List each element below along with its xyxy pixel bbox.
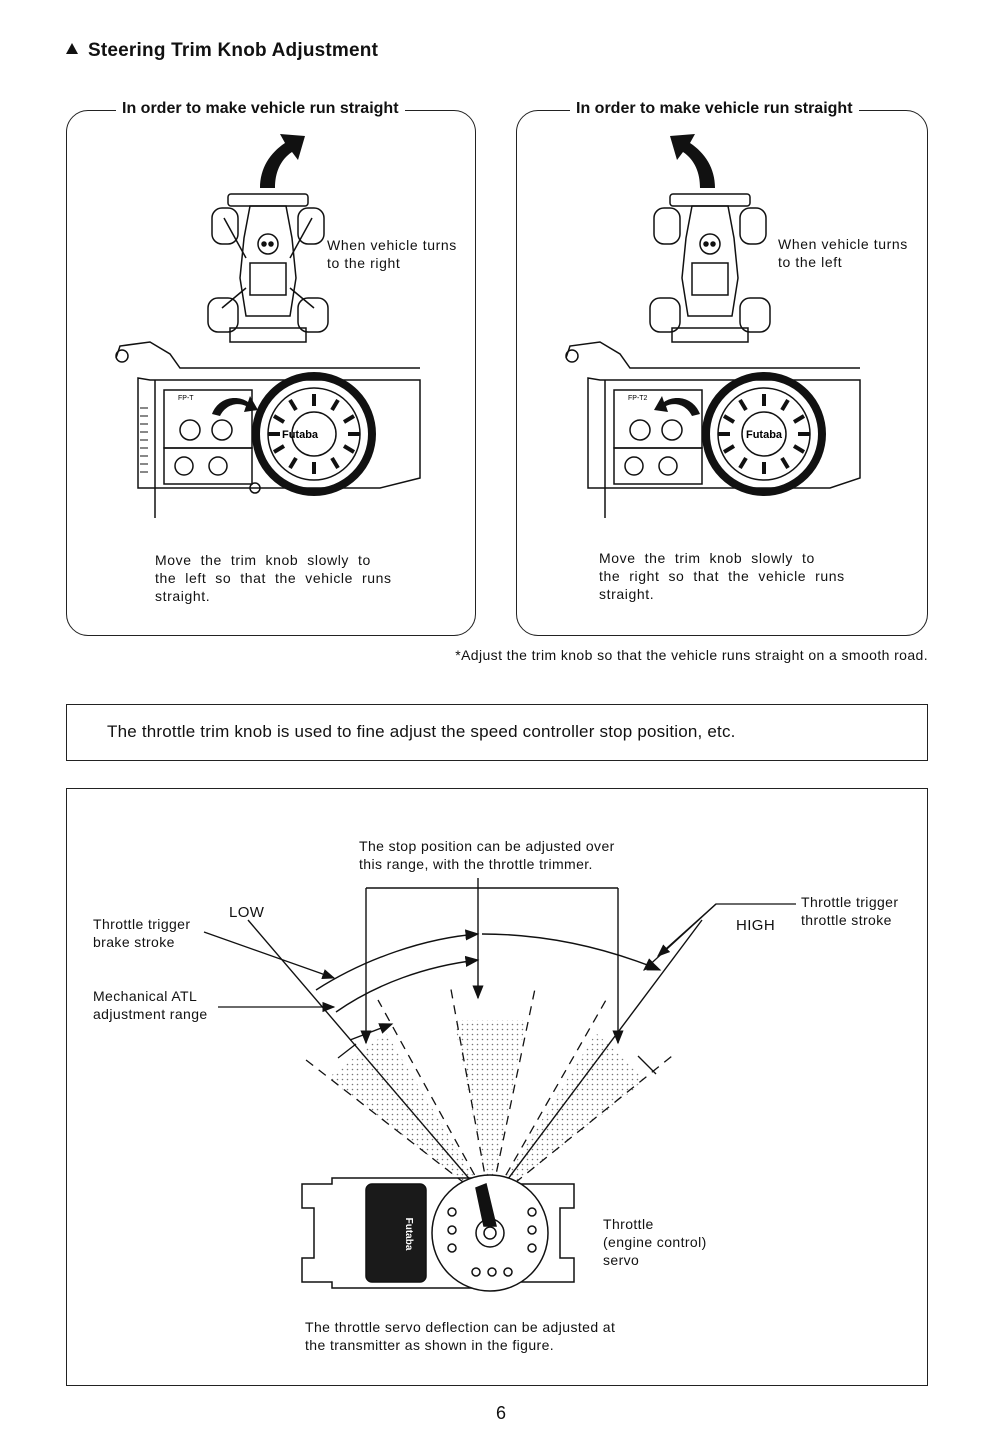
high-label: HIGH xyxy=(736,917,776,934)
right-instruction-line3: straight. xyxy=(599,586,655,602)
top-caption: The stop position can be adjusted over t… xyxy=(359,837,615,873)
bottom-caption-line2: the transmitter as shown in the figure. xyxy=(305,1337,555,1353)
low-label: LOW xyxy=(229,904,265,921)
atl-label-line1: Mechanical ATL xyxy=(93,988,198,1004)
vehicle-top-view-icon xyxy=(207,193,329,343)
throttle-stroke-label-line2: throttle stroke xyxy=(801,912,892,928)
left-instruction-line3: straight. xyxy=(155,588,211,604)
low-line xyxy=(247,919,491,1204)
transmitter-brand: Futaba xyxy=(282,429,319,441)
right-panel-heading: In order to make vehicle run straight xyxy=(570,100,859,118)
info-box-text: The throttle trim knob is used to fine a… xyxy=(107,722,736,741)
transmitter-model: FP-T2 xyxy=(628,395,648,402)
turn-arrow-icon xyxy=(670,134,715,188)
top-caption-line1: The stop position can be adjusted over xyxy=(359,838,615,854)
throttle-diagram: Futaba xyxy=(203,878,796,1292)
right-vehicle-note-line2: to the left xyxy=(778,254,843,270)
right-panel-illustration: Futaba FP-T2 xyxy=(565,134,861,518)
servo-label-line3: servo xyxy=(603,1252,640,1268)
left-instruction: Move the trim knob slowly to the left so… xyxy=(155,551,400,605)
right-instruction-line2: the right so that the vehicle runs xyxy=(599,568,845,584)
brake-stroke-arc xyxy=(315,929,480,991)
servo-label-line1: Throttle xyxy=(603,1216,654,1232)
throttle-servo-illustration xyxy=(301,1174,575,1292)
left-instruction-line2: the left so that the vehicle runs xyxy=(155,570,392,586)
triangle-bullet-icon xyxy=(66,43,78,54)
adjustment-range-shading xyxy=(328,1020,646,1203)
turn-arrow-icon xyxy=(260,134,305,188)
atl-label: Mechanical ATL adjustment range xyxy=(93,987,208,1023)
brake-stroke-label-line1: Throttle trigger xyxy=(93,916,191,932)
servo-label: Throttle (engine control) servo xyxy=(603,1215,707,1269)
left-vehicle-note-line1: When vehicle turns xyxy=(327,237,457,253)
section-title: Steering Trim Knob Adjustment xyxy=(66,40,378,62)
stop-position-bracket xyxy=(360,878,624,1045)
trim-rotate-arrow-icon xyxy=(212,396,258,416)
left-instruction-line1: Move the trim knob slowly to xyxy=(155,552,371,568)
left-vehicle-note-line2: to the right xyxy=(327,255,401,271)
page-number: 6 xyxy=(495,1403,506,1423)
transmitter-illustration xyxy=(565,341,861,518)
servo-label-line2: (engine control) xyxy=(603,1234,707,1250)
transmitter-model: FP-T xyxy=(178,395,194,402)
brake-stroke-label: Throttle trigger brake stroke xyxy=(93,915,190,951)
range-boundary-lines xyxy=(305,983,673,1204)
info-box: The throttle trim knob is used to fine a… xyxy=(66,704,928,761)
right-instruction-line1: Move the trim knob slowly to xyxy=(599,550,815,566)
throttle-stroke-label: Throttle trigger throttle stroke xyxy=(801,893,898,929)
atl-arc xyxy=(335,955,480,1013)
transmitter-brand: Futaba xyxy=(746,429,783,441)
section-title-text: Steering Trim Knob Adjustment xyxy=(88,40,379,61)
right-instruction: Move the trim knob slowly to the right s… xyxy=(599,549,849,603)
brake-stroke-label-line2: brake stroke xyxy=(93,934,175,950)
throttle-stroke-arc xyxy=(481,933,662,971)
top-caption-line2: this range, with the throttle trimmer. xyxy=(359,856,593,872)
left-vehicle-note: When vehicle turns to the right xyxy=(327,236,457,272)
right-vehicle-note-line1: When vehicle turns xyxy=(778,236,908,252)
trim-rotate-arrow-icon xyxy=(654,396,700,416)
bottom-caption: The throttle servo deflection can be adj… xyxy=(305,1318,615,1354)
servo-brand: Futaba xyxy=(403,1218,414,1251)
left-panel-illustration: Futaba FP-T xyxy=(115,134,421,518)
vehicle-top-view-icon xyxy=(649,193,771,343)
right-vehicle-note: When vehicle turns to the left xyxy=(778,235,908,271)
atl-label-line2: adjustment range xyxy=(93,1006,208,1022)
left-panel-heading: In order to make vehicle run straight xyxy=(116,100,405,118)
high-line xyxy=(489,919,703,1204)
bottom-caption-line1: The throttle servo deflection can be adj… xyxy=(305,1319,616,1335)
transmitter-illustration xyxy=(115,341,421,518)
throttle-figure-box xyxy=(66,788,928,1386)
footnote: *Adjust the trim knob so that the vehicl… xyxy=(455,647,928,663)
throttle-stroke-label-line1: Throttle trigger xyxy=(801,894,899,910)
